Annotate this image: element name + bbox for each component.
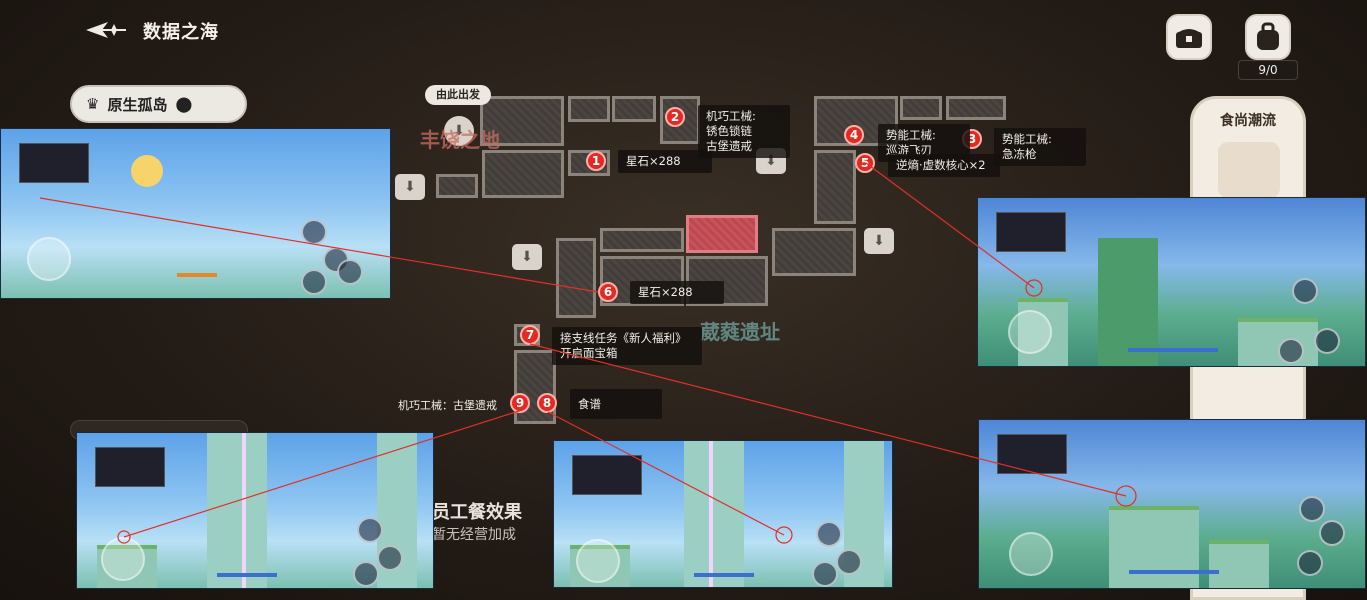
area-label-bottom: 葳蕤遗址 (700, 320, 780, 344)
map-room (568, 96, 610, 122)
start-point[interactable] (444, 116, 474, 146)
map-marker[interactable]: 7 (520, 325, 540, 345)
map-room (436, 174, 478, 198)
backpack-button[interactable] (1245, 14, 1291, 60)
gameplay-screenshot (978, 419, 1366, 589)
location-pin-icon: ⬤ (175, 95, 193, 113)
map-marker[interactable]: 1 (586, 151, 606, 171)
backpack-icon (1257, 22, 1279, 50)
back-arrow-icon (86, 22, 126, 38)
region-selector[interactable]: ♛ 原生孤岛 ⬤ (70, 85, 247, 123)
map-room (482, 150, 564, 198)
teleport-point[interactable] (512, 244, 542, 270)
staff-meal-subtitle: 暂无经营加成 (432, 527, 516, 543)
marker-note: 机巧工械：古堡遗戒 (398, 399, 497, 412)
marker-note: 逆熵·虚数核心×2 (888, 154, 1000, 177)
start-label: 由此出发 (425, 85, 491, 105)
map-marker[interactable]: 5 (855, 153, 875, 173)
teleport-point[interactable] (864, 228, 894, 254)
region-name: 原生孤岛 (107, 95, 168, 114)
map-room (556, 238, 596, 318)
staff-meal-title: 员工餐效果 (432, 502, 522, 523)
gameplay-screenshot (977, 197, 1366, 367)
map-marker[interactable]: 2 (665, 107, 685, 127)
map-marker[interactable]: 4 (844, 125, 864, 145)
marker-note: 接支线任务《新人福利》 开启面宝箱 (552, 327, 702, 365)
map-marker[interactable]: 9 (510, 393, 530, 413)
map-room (600, 228, 684, 252)
marker-note: 星石×288 (618, 150, 712, 173)
page-title: 数据之海 (143, 22, 219, 43)
marker-note: 食谱 (570, 389, 662, 419)
treasure-chest-icon (1176, 29, 1202, 48)
dish-image[interactable] (1218, 142, 1280, 198)
area-label-top: 丰饶之地 (420, 128, 500, 152)
map-room (900, 96, 942, 120)
teleport-point[interactable] (395, 174, 425, 200)
map-marker[interactable]: 8 (537, 393, 557, 413)
map-room (814, 150, 856, 224)
crown-icon: ♛ (86, 95, 100, 113)
gameplay-screenshot (0, 128, 391, 299)
map-room (772, 228, 856, 276)
map-room (480, 96, 564, 146)
highlight-room (686, 215, 758, 253)
marker-note: 势能工械: 急冻枪 (994, 128, 1086, 166)
bag-count: 9/0 (1238, 60, 1298, 80)
map-room (946, 96, 1006, 120)
map-room (612, 96, 656, 122)
marker-note: 星石×288 (630, 281, 724, 304)
back-button[interactable] (84, 18, 132, 42)
food-panel-title: 食尚潮流 (1220, 113, 1276, 129)
gameplay-screenshot (553, 440, 893, 588)
gameplay-screenshot (76, 432, 434, 589)
marker-note: 机巧工械: 锈色锁链 古堡遗戒 (698, 105, 790, 158)
treasure-chest-button[interactable] (1166, 14, 1212, 60)
map-marker[interactable]: 6 (598, 282, 618, 302)
